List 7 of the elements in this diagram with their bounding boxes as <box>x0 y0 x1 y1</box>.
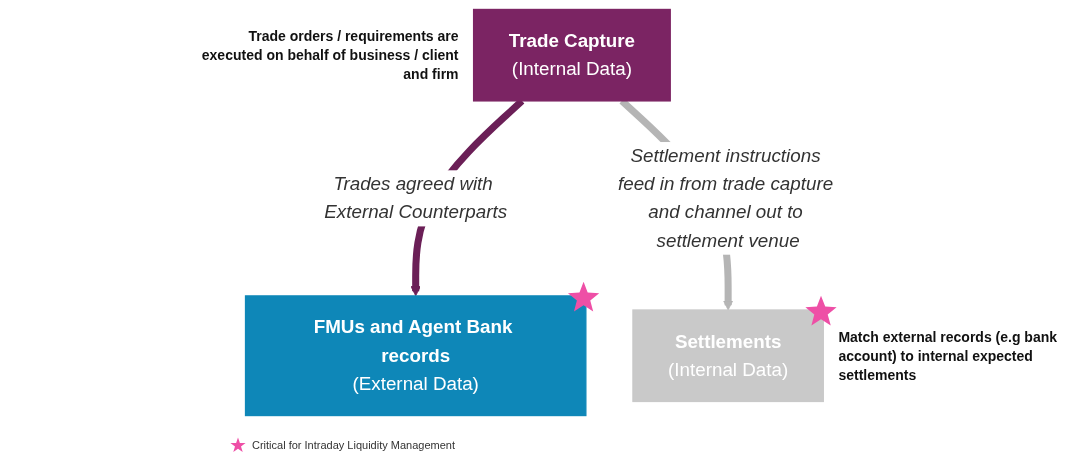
edge-label: Settlement instructions feed in from trade capture and channel out to settlement venue <box>617 145 834 251</box>
annotation-text: Trade orders / requirements are executed on behalf of business / client and firm <box>200 27 459 84</box>
edge-label: Trades agreed with External Counterparts <box>324 173 508 222</box>
node-box: Trade Capture (Internal Data) <box>472 8 671 102</box>
node-box: FMUs and Agent Bank records (External Data) <box>244 295 587 417</box>
legend-text: Critical for Intraday Liquidity Management <box>252 439 455 451</box>
annotation-text: Match external records (e.g bank account) to internal expected settlements <box>838 327 1059 385</box>
